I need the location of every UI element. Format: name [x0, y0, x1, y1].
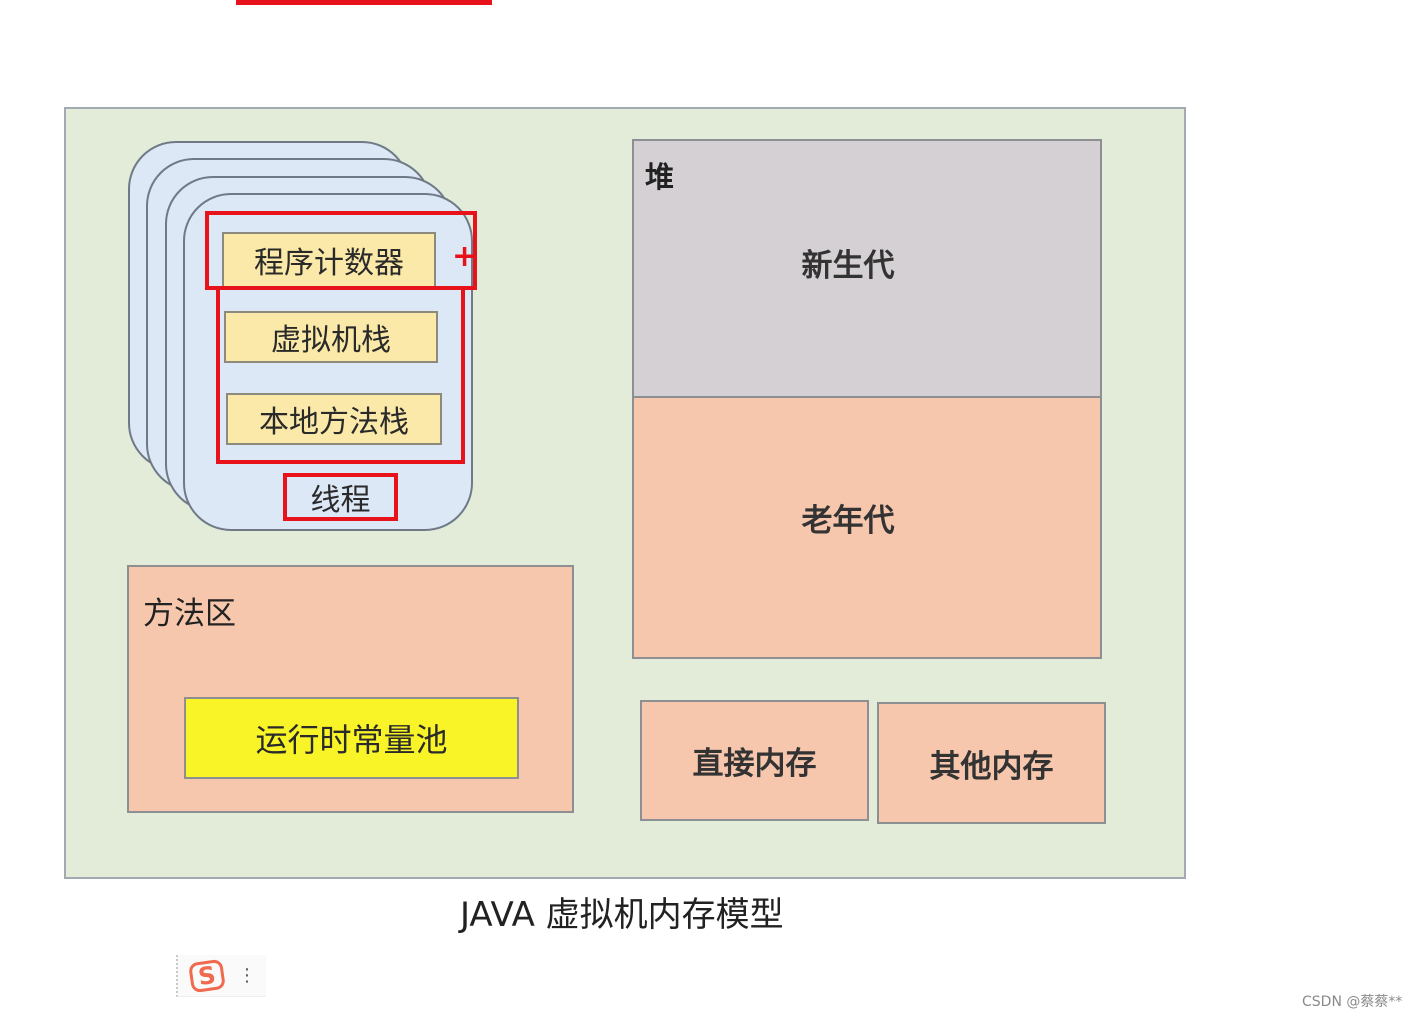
runtime-constant-pool-box: 运行时常量池 [184, 697, 519, 779]
old-generation-box [632, 396, 1102, 659]
csdn-watermark: CSDN @蔡蔡** [1302, 994, 1403, 1010]
old-generation-label: 老年代 [801, 503, 895, 539]
ime-toolbar[interactable]: S ⋮ [176, 955, 266, 997]
young-generation-box [632, 139, 1102, 398]
thread-highlight-frame [283, 473, 398, 521]
plus-mark: + [452, 239, 478, 274]
method-area-label: 方法区 [143, 596, 236, 632]
young-generation-label: 新生代 [801, 248, 895, 284]
vm-stack-box: 虚拟机栈 [224, 311, 438, 363]
sogou-logo-icon[interactable]: S [188, 958, 226, 993]
diagram-caption: JAVA 虚拟机内存模型 [460, 895, 784, 935]
pc-highlight-frame [205, 211, 477, 290]
more-options-icon[interactable]: ⋮ [238, 964, 256, 986]
stack-highlight-frame [216, 286, 465, 464]
other-memory-box: 其他内存 [877, 702, 1106, 824]
native-method-stack-box: 本地方法栈 [226, 393, 442, 445]
top-red-bar [236, 0, 492, 5]
program-counter-box: 程序计数器 [222, 232, 436, 288]
heap-label: 堆 [645, 160, 675, 194]
thread-label: 线程 [310, 483, 371, 518]
direct-memory-box: 直接内存 [640, 700, 869, 821]
